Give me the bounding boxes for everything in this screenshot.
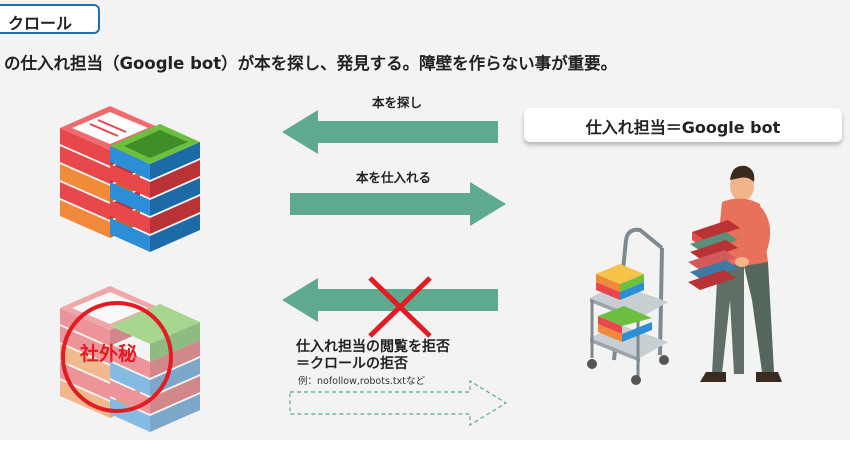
role-box: 仕入れ担当＝Google bot: [524, 108, 842, 142]
refusal-line-1: 仕入れ担当の閲覧を拒否: [296, 339, 450, 355]
stock-arrow-label: 本を仕入れる: [356, 170, 432, 185]
book-cart-icon: [587, 227, 669, 385]
section-badge: クロール: [0, 4, 100, 34]
confidential-stamp: 社外秘: [80, 343, 138, 365]
section-badge-label: クロール: [8, 14, 73, 33]
books-icon: [60, 106, 200, 252]
refusal-line-2: ＝クロールの拒否: [296, 356, 408, 372]
stock-arrow-icon: [290, 182, 506, 226]
confidential-stamp-ring: [61, 301, 173, 413]
refusal-text: 仕入れ担当の閲覧を拒否 ＝クロールの拒否: [296, 339, 450, 373]
headline: の仕入れ担当（Google bot）が本を探し、発見する。障壁を作らない事が重要…: [4, 54, 618, 73]
refusal-example: 例：nofollow,robots.txtなど: [298, 376, 425, 387]
dashed-arrow-icon: [289, 379, 508, 427]
role-box-label: 仕入れ担当＝Google bot: [585, 118, 781, 137]
search-arrow-icon: [282, 110, 498, 154]
search-arrow-label: 本を探し: [372, 95, 423, 110]
bottom-strip: [0, 440, 850, 450]
person-carrying-books-icon: [688, 165, 782, 382]
cross-icon: [368, 276, 432, 338]
confidential-books-icon: [60, 286, 200, 432]
